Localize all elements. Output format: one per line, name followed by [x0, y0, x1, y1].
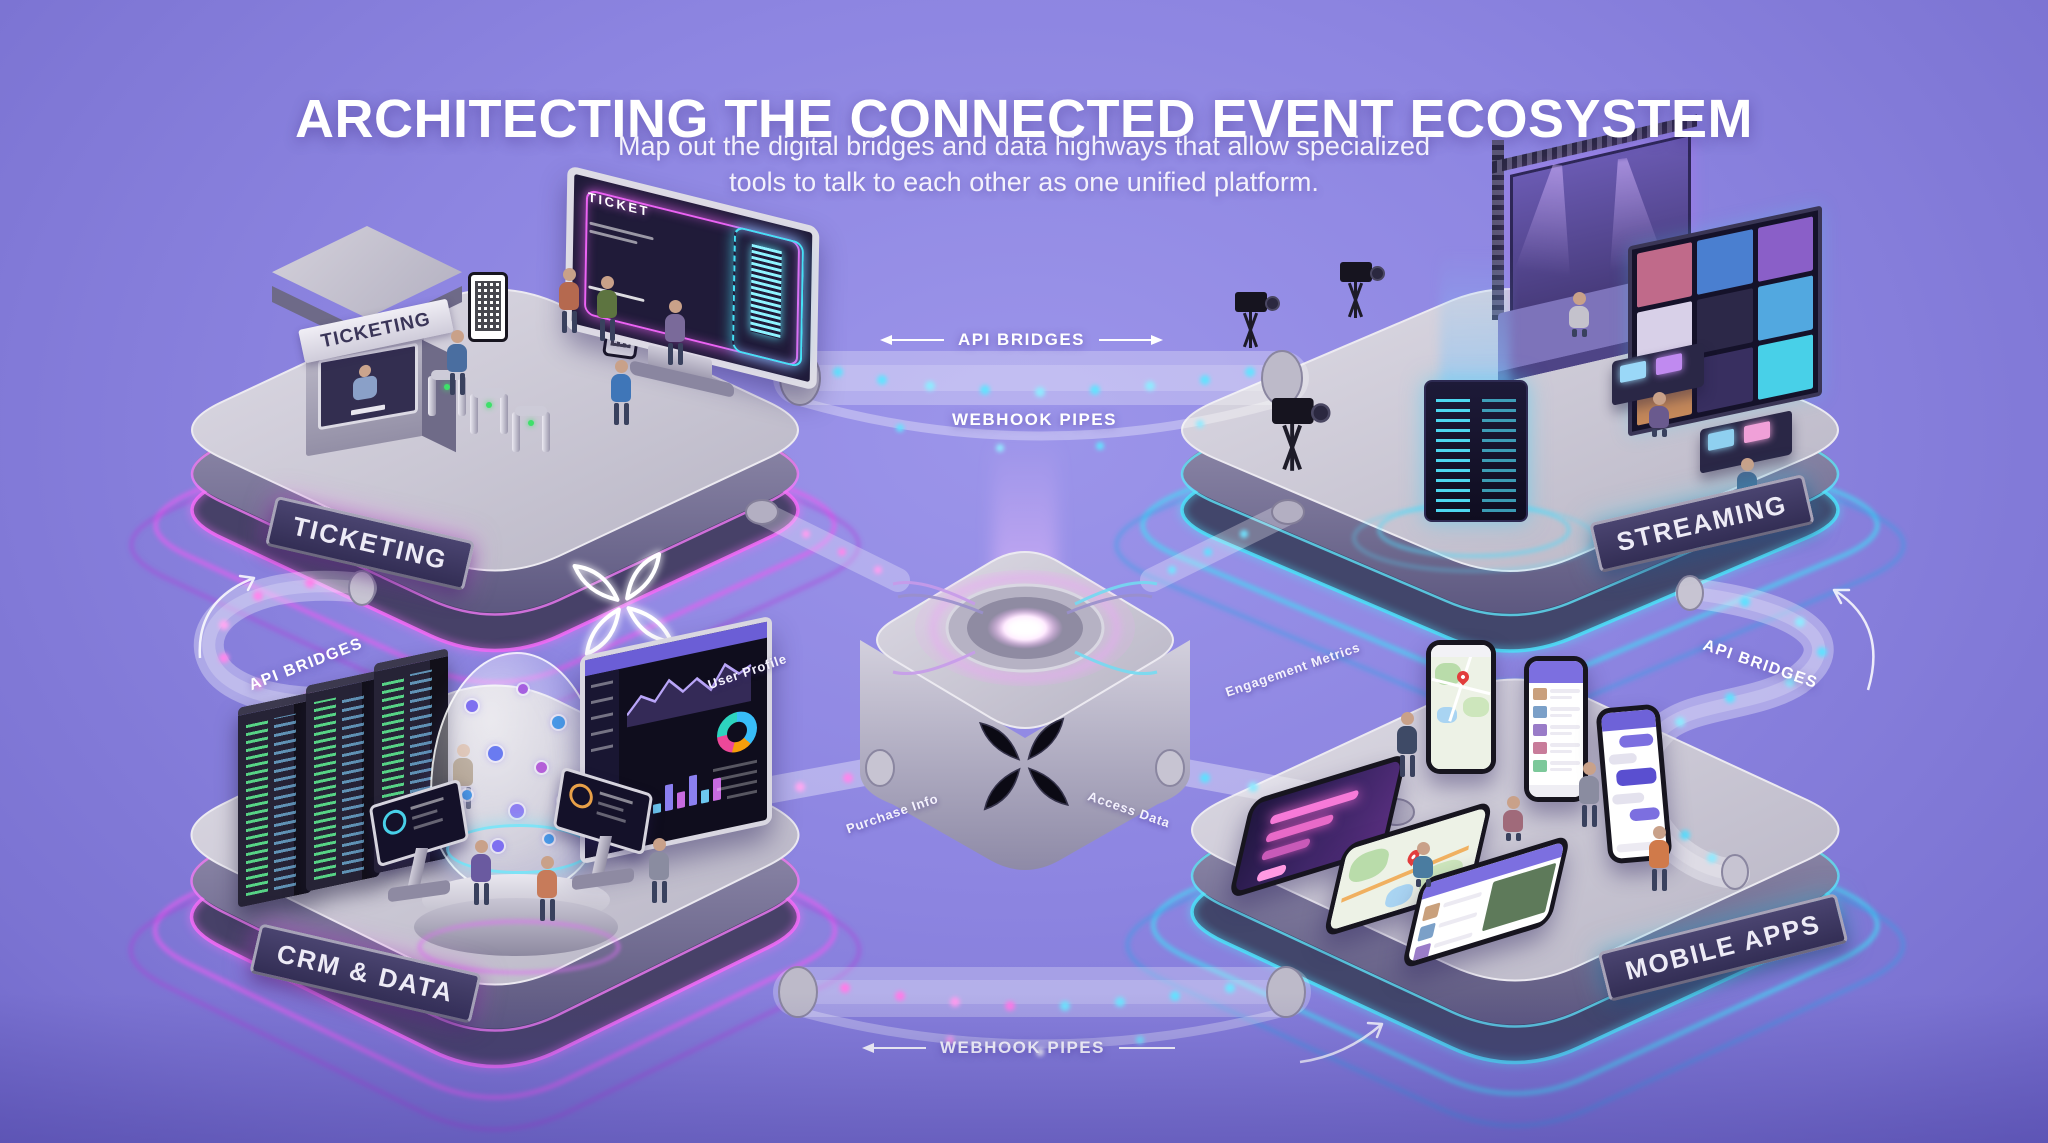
phone-schedule-app: [1524, 656, 1588, 802]
curve-arrow-icons: [198, 574, 1875, 1064]
person-figure: [536, 856, 558, 921]
page-title: ARCHITECTING THE CONNECTED EVENT ECOSYST…: [294, 89, 1754, 150]
data-beam: [1440, 250, 1510, 385]
page-subtitle: Map out the digital bridges and data hig…: [0, 128, 2048, 200]
ticket-booth: TICKETING: [272, 226, 467, 457]
label-webhook-pipes-bottom: WEBHOOK PIPES: [862, 1038, 1177, 1058]
person-figure: [648, 838, 670, 903]
clerk-body: [353, 374, 377, 402]
hub-cables: [892, 580, 1158, 676]
analytics-dashboard-screen: [580, 615, 772, 865]
person-figure: [1578, 762, 1600, 827]
streaming-server-rack: [1424, 380, 1528, 522]
line-chart: [627, 662, 752, 728]
label-api-bridges-top: API BRIDGES: [880, 330, 1164, 350]
dome-neon-ring: [418, 920, 620, 974]
person-figure: [596, 276, 618, 341]
arrow-left-icon: [880, 335, 944, 345]
performer-figure: [1568, 292, 1590, 337]
arrow-right-icon: [1099, 335, 1164, 345]
integration-hub: [860, 551, 1190, 870]
operator-figure: [1648, 392, 1670, 437]
person-figure: [610, 360, 632, 425]
neon-ticket-stub: [731, 225, 805, 369]
turnstiles: [428, 370, 558, 462]
person-figure: [558, 268, 580, 333]
barcode: [750, 243, 782, 339]
subtitle-line-1: Map out the digital bridges and data hig…: [617, 131, 1430, 161]
server-rack: [306, 670, 380, 892]
pipe-right-api: [1625, 575, 1834, 890]
qr-code-phone: [468, 272, 508, 342]
person-figure: [1412, 842, 1434, 887]
server-rack: [238, 692, 312, 908]
person-figure: [470, 840, 492, 905]
pipe-bottom-webhook: [773, 966, 1311, 1056]
person-figure: [1396, 712, 1418, 777]
phone-map-app: [1426, 640, 1496, 774]
person-figure: [446, 330, 468, 395]
clerk-laptop: [351, 404, 385, 416]
touch-kiosk: [368, 778, 472, 922]
line-dash-icon: [1118, 1047, 1175, 1049]
person-figure: [1502, 796, 1524, 841]
person-figure: [664, 300, 686, 365]
donut-chart: [717, 707, 757, 757]
pipe-top-webhook: [773, 350, 1309, 452]
touch-kiosk: [552, 766, 656, 910]
arrow-left-icon: [862, 1043, 926, 1053]
label-webhook-pipes-top: WEBHOOK PIPES: [952, 410, 1117, 429]
person-figure: [1648, 826, 1670, 891]
subtitle-line-2: tools to talk to each other as one unifi…: [729, 167, 1319, 197]
